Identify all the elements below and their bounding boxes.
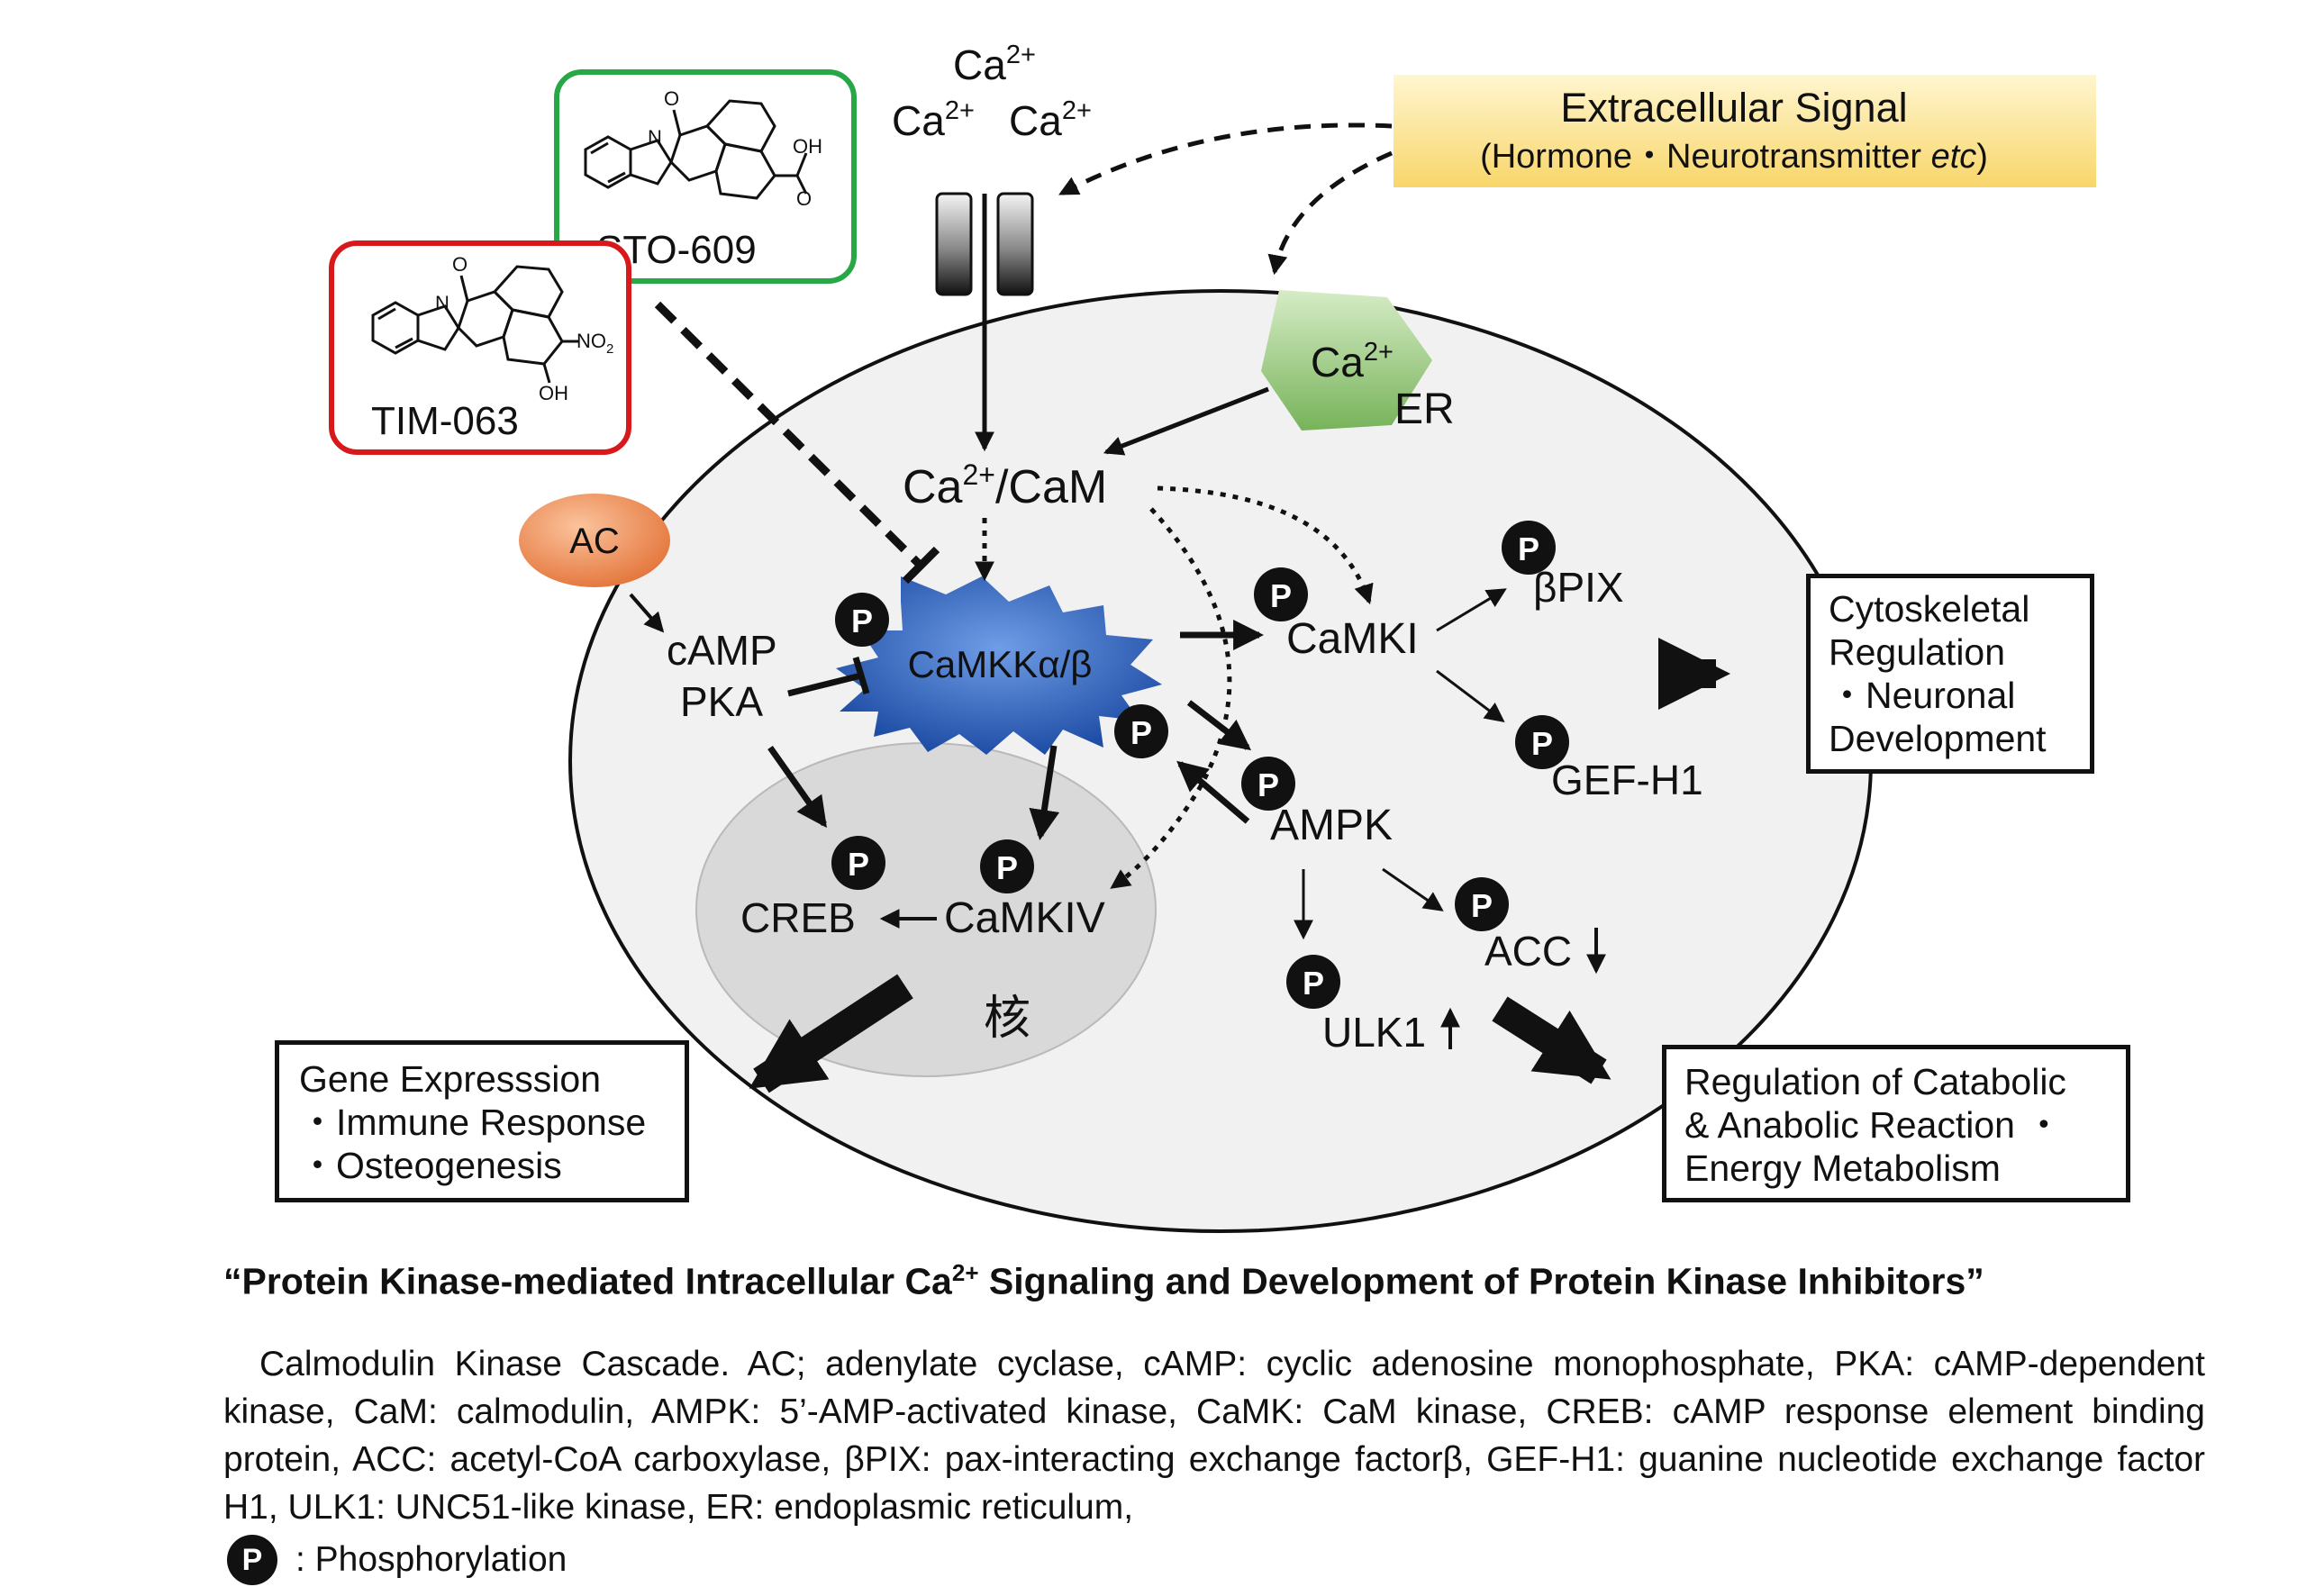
outcome-gene-line: ・Immune Response [299,1102,647,1143]
pka-label: PKA [680,678,763,725]
sto609-atom-o2: O [796,187,812,210]
figure-title: “Protein Kinase-mediated Intracellular C… [223,1259,1984,1302]
extracellular-signal-subtitle: (Hormone・Neurotransmitter etc) [1480,138,1988,176]
tim063-box [329,240,631,455]
tim063-atom-oh: OH [539,382,568,404]
tim063-atom-no2: NO2 [576,330,613,357]
outcome-metabolic-box: Regulation of Catabolic & Anabolic React… [1662,1045,2130,1202]
svg-text:P: P [1130,714,1152,751]
phospho-icon: P [227,1535,277,1585]
tim063-atom-n: N [435,292,449,314]
sto609-atom-oh: OH [793,135,822,158]
outcome-cytoskeletal-line: Regulation [1829,631,2006,673]
outcome-metabolic-line: & Anabolic Reaction ・ [1684,1104,2063,1146]
sto609-structure [584,99,808,200]
creb-label: CREB [740,894,856,941]
er-organelle [1261,290,1432,431]
outcome-metabolic-line: Regulation of Catabolic [1684,1061,2066,1102]
outcome-cytoskeletal-box: Cytoskeletal Regulation ・Neuronal Develo… [1806,574,2094,774]
tim063-label: TIM-063 [371,399,519,443]
extracellular-signal-title: Extracellular Signal [1560,85,1907,131]
outcome-gene-line: ・Osteogenesis [299,1145,562,1186]
svg-text:P: P [851,603,873,639]
svg-text:P: P [848,846,869,883]
sto609-atom-n: N [648,126,662,149]
svg-text:P: P [1531,725,1553,762]
outcome-gene-line: Gene Expresssion [299,1058,602,1100]
svg-text:P: P [1303,965,1324,1002]
ca-cam-label: Ca2+/CaM [903,458,1107,513]
gefh1-label: GEF-H1 [1551,757,1703,803]
svg-text:P: P [1257,766,1279,803]
tim063-atom-o: O [452,253,468,276]
figure-caption: Calmodulin Kinase Cascade. AC; adenylate… [223,1345,2205,1527]
sto609-box [554,69,857,284]
svg-text:P: P [1270,577,1292,614]
ca-ion-left: Ca2+ [892,96,975,144]
camkk-label: CaMKKα/β [908,643,1093,685]
outcome-metabolic-line: Energy Metabolism [1684,1147,2001,1189]
ca-ion-top: Ca2+ [953,41,1036,88]
outcome-gene-box: Gene Expresssion ・Immune Response ・Osteo… [275,1040,689,1202]
acc-label: ACC [1484,928,1572,975]
ac-node [519,494,670,587]
svg-text:P: P [1471,887,1493,924]
pathway-diagram: Extracellular Signal (Hormone・Neurotrans… [329,41,2096,1233]
camki-label: CaMKI [1286,615,1419,663]
svg-text:P: P [1518,530,1539,567]
calcium-channel [935,192,1034,296]
er-label: ER [1394,385,1455,433]
phosphorylation-legend: P : Phosphorylation [227,1535,567,1585]
tim063-structure [371,265,578,384]
outcome-cytoskeletal-line: Cytoskeletal [1829,588,2030,630]
svg-text:P: P [996,849,1018,886]
ulk1-label: ULK1 [1322,1009,1426,1056]
nucleus-label: 核 [984,993,1030,1045]
extracellular-signal-box [1394,75,2096,187]
outcome-cytoskeletal-line: ・Neuronal [1829,675,2016,716]
legend-label: : Phosphorylation [295,1540,567,1579]
camp-label: cAMP [667,627,777,674]
ampk-label: AMPK [1270,802,1393,849]
phospho-markers: P P P P P P P P P P [831,521,1569,1009]
camkiv-label: CaMKIV [944,894,1105,942]
pathway-arrows [629,122,1730,1093]
bpix-label: βPIX [1533,564,1624,611]
sto609-atom-o: O [664,87,679,110]
ca-ion-right: Ca2+ [1009,96,1092,144]
outcome-cytoskeletal-line: Development [1829,718,2047,759]
camkk-starburst [836,576,1162,755]
er-ca-label: Ca2+ [1311,338,1394,385]
ac-label: AC [569,521,620,561]
